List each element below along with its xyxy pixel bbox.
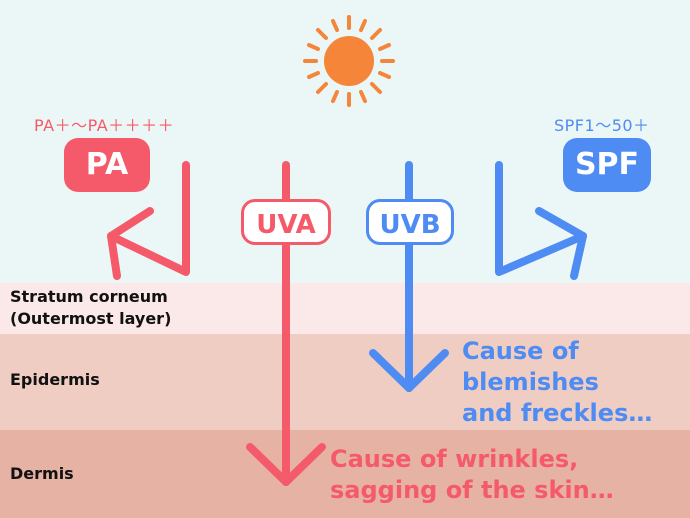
uvb-cause-line-3: and freckles… <box>462 399 653 427</box>
stratum-corneum-layer <box>0 283 690 334</box>
corneum-label: Stratum corneum (Outermost layer) <box>10 286 171 330</box>
pa-badge: PA <box>64 138 150 192</box>
pa-range-label: PA＋〜PA＋＋＋＋ <box>34 116 175 135</box>
sun-icon <box>303 15 395 107</box>
spf-range-label: SPF1〜50＋ <box>554 116 650 135</box>
dermis-layer <box>0 430 690 518</box>
uvb-cause-line-2: blemishes <box>462 368 599 396</box>
uva-badge: UVA <box>241 199 331 245</box>
uva-cause-text: Cause of wrinkles, sagging of the skin… <box>330 444 614 506</box>
pa-reflect-arrow <box>107 161 190 280</box>
dermis-label: Dermis <box>10 464 74 483</box>
epidermis-label: Epidermis <box>10 370 100 389</box>
epidermis-layer <box>0 334 690 430</box>
spf-badge: SPF <box>563 138 651 192</box>
uvb-cause-line-1: Cause of <box>462 337 579 365</box>
spf-reflect-arrow <box>495 161 587 280</box>
corneum-label-line-2: (Outermost layer) <box>10 309 172 328</box>
corneum-label-line-1: Stratum corneum <box>10 287 168 306</box>
uva-cause-line-2: sagging of the skin… <box>330 476 614 504</box>
uvb-cause-text: Cause of blemishes and freckles… <box>462 336 652 429</box>
uvb-badge: UVB <box>366 199 454 245</box>
uva-cause-line-1: Cause of wrinkles, <box>330 445 579 473</box>
